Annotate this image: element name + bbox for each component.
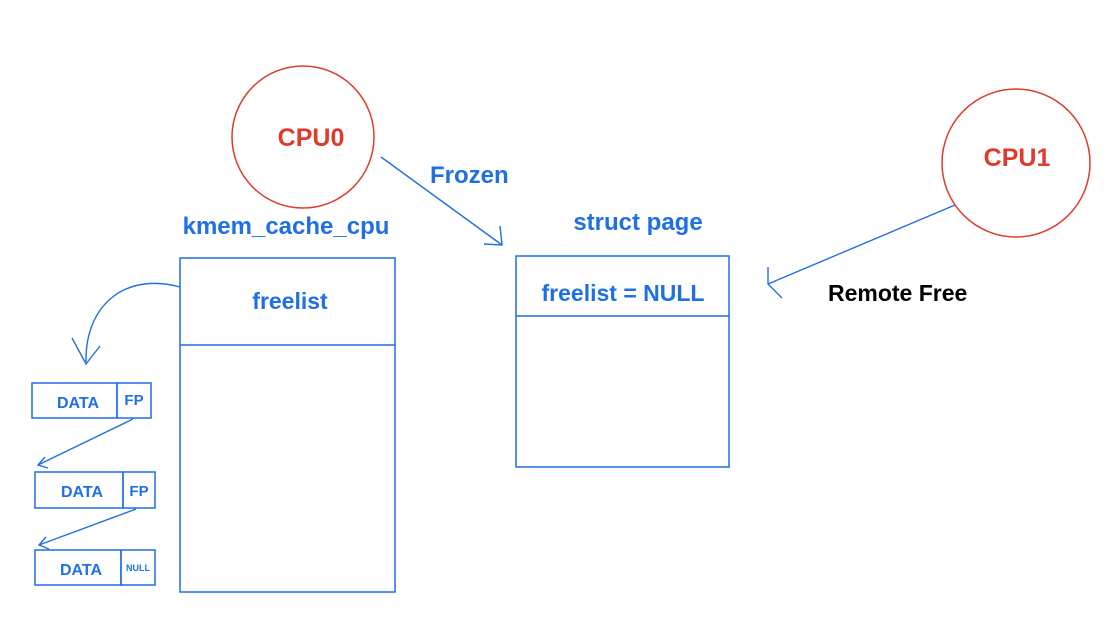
remote-free-arrowhead: [767, 267, 783, 299]
object-2-pointer-cell: [122, 471, 156, 509]
remote-free-connector: Remote Free: [767, 204, 967, 306]
object-1-pointer-label: FP: [124, 392, 143, 409]
object-1-pointer-cell: [116, 382, 152, 419]
kmem-cache-cpu-struct: kmem_cache_cpu freelist: [179, 213, 396, 593]
freelist-head-arrow: [85, 282, 181, 363]
freelist-object-2: DATA FP: [34, 471, 156, 509]
struct-page: struct page freelist = NULL: [515, 209, 730, 468]
object-1-next-arrow: [37, 418, 134, 466]
struct-page-title: struct page: [573, 209, 702, 236]
object-3-data-label: DATA: [60, 562, 103, 579]
object-1-data-label: DATA: [57, 395, 100, 412]
freelist-object-3: DATA NULL: [34, 549, 156, 586]
cpu1-label: CPU1: [984, 144, 1051, 172]
struct-page-freelist: freelist = NULL: [542, 280, 705, 306]
object-1-next-arrowhead: [36, 456, 49, 469]
object-2-pointer-label: FP: [129, 483, 148, 500]
object-2-next-arrowhead: [37, 536, 50, 550]
object-2-data-label: DATA: [61, 484, 104, 501]
object-2-next-arrow: [38, 508, 137, 546]
frozen-arrowhead: [483, 225, 503, 246]
cpu0-node: CPU0: [231, 65, 375, 209]
kmem-cache-cpu-title: kmem_cache_cpu: [183, 213, 390, 240]
cpu0-label: CPU0: [278, 124, 345, 152]
remote-free-arrow: [767, 204, 956, 285]
kmem-cache-cpu-freelist: freelist: [252, 288, 328, 314]
struct-page-box: [515, 255, 730, 468]
cpu0-circle: [231, 65, 375, 209]
object-3-pointer-label: NULL: [126, 563, 150, 573]
freelist-object-1: DATA FP: [31, 382, 152, 419]
kmem-cache-cpu-box: [179, 257, 396, 593]
frozen-connector: Frozen: [380, 156, 509, 246]
object-3-pointer-cell: [120, 549, 156, 586]
freelist-head-arrowhead: [71, 337, 101, 366]
cpu1-circle: [941, 88, 1091, 238]
frozen-arrow: [380, 156, 503, 246]
frozen-label: Frozen: [430, 162, 509, 189]
cpu1-node: CPU1: [941, 88, 1091, 238]
remote-free-label: Remote Free: [828, 280, 967, 306]
